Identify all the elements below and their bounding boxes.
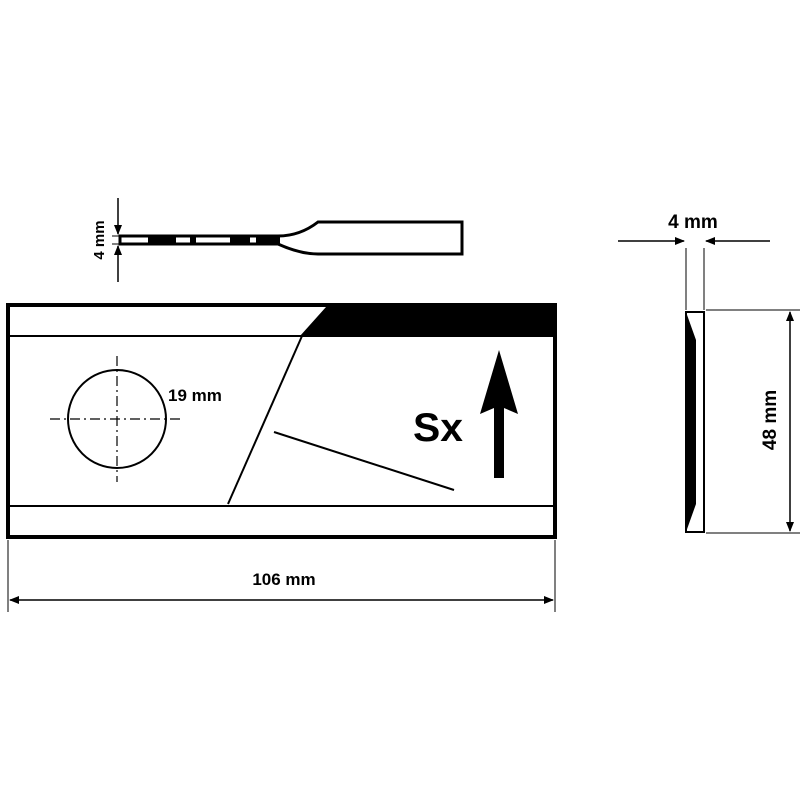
wear-line: [273, 431, 455, 491]
dim-label-top-thickness: 4 mm: [91, 220, 108, 259]
blade-profile-top: [118, 220, 464, 256]
length-dimension: 106 mm: [7, 540, 556, 612]
rotation-marking: Sx: [413, 406, 463, 450]
thickness-dash-2: [190, 236, 196, 244]
side-bevel-top: [686, 312, 696, 532]
thickness-dash-3: [230, 236, 250, 244]
blade-outline: [6, 303, 557, 539]
top-edge-view: 4 mm: [91, 198, 464, 282]
dim-label-side-thickness: 4 mm: [668, 212, 718, 233]
cutting-edge-bevel: [300, 307, 553, 336]
dim-label-height: 48 mm: [760, 390, 781, 450]
direction-arrow-icon: [480, 350, 518, 478]
front-view: 19 mm Sx: [6, 303, 557, 539]
dim-label-length: 106 mm: [252, 570, 315, 589]
bevel-diagonal: [227, 335, 303, 505]
thickness-dash-1: [148, 236, 176, 244]
dim-label-hole: 19 mm: [168, 386, 222, 405]
thickness-dash-4: [256, 236, 280, 244]
side-view: 4 mm 48 mm: [618, 212, 800, 534]
